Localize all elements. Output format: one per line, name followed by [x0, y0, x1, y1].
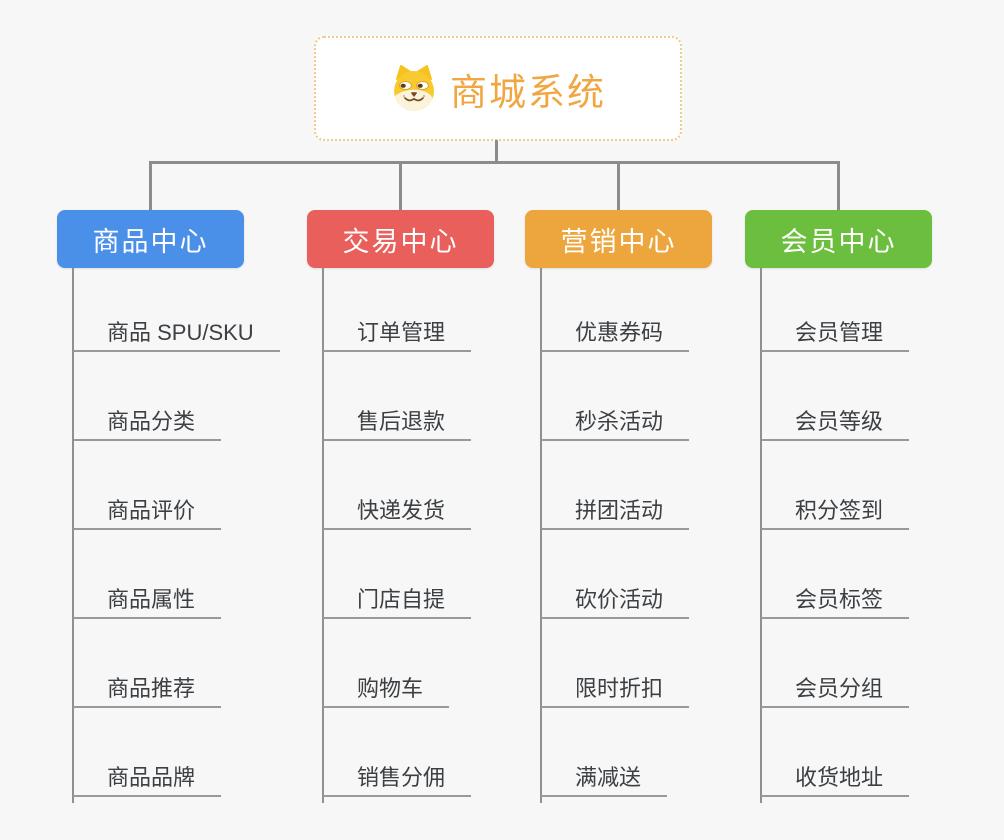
branch-node-marketing[interactable]: 营销中心: [525, 210, 712, 268]
leaf-item[interactable]: 商品品牌: [73, 759, 222, 797]
leaf-item[interactable]: 商品分类: [73, 403, 222, 441]
branch-node-product[interactable]: 商品中心: [57, 210, 244, 268]
leaf-item[interactable]: 收货地址: [761, 759, 910, 797]
branch-member-center: 会员中心 会员管理 会员等级 积分签到 会员标签 会员分组 收货地址: [745, 210, 1004, 820]
leaf-item[interactable]: 订单管理: [323, 314, 472, 352]
connector-root-stem: [495, 140, 498, 164]
leaf-item[interactable]: 积分签到: [761, 492, 910, 530]
connector-branch-line: [760, 268, 762, 803]
leaf-item[interactable]: 商品评价: [73, 492, 222, 530]
leaf-item[interactable]: 门店自提: [323, 581, 472, 619]
leaf-item[interactable]: 会员管理: [761, 314, 910, 352]
leaf-item[interactable]: 快递发货: [323, 492, 472, 530]
branch-trade-center: 交易中心 订单管理 售后退款 快递发货 门店自提 购物车 销售分佣: [307, 210, 567, 820]
leaf-item[interactable]: 售后退款: [323, 403, 472, 441]
connector-drop-trade: [399, 162, 402, 211]
branch-marketing-center: 营销中心 优惠券码 秒杀活动 拼团活动 砍价活动 限时折扣 满减送: [525, 210, 785, 820]
connector-drop-product: [149, 162, 152, 211]
leaf-item[interactable]: 限时折扣: [541, 670, 690, 708]
leaf-item[interactable]: 优惠券码: [541, 314, 690, 352]
leaf-item[interactable]: 购物车: [323, 670, 450, 708]
leaf-item[interactable]: 会员标签: [761, 581, 910, 619]
connector-branch-line: [72, 268, 74, 803]
leaf-item[interactable]: 满减送: [541, 759, 668, 797]
branch-node-trade[interactable]: 交易中心: [307, 210, 494, 268]
root-title: 商城系统: [450, 71, 606, 113]
connector-drop-member: [837, 162, 840, 211]
branch-node-member[interactable]: 会员中心: [745, 210, 932, 268]
leaf-item[interactable]: 商品推荐: [73, 670, 222, 708]
leaf-item[interactable]: 拼团活动: [541, 492, 690, 530]
connector-branch-line: [540, 268, 542, 803]
leaf-item[interactable]: 商品属性: [73, 581, 222, 619]
leaf-item[interactable]: 会员分组: [761, 670, 910, 708]
doge-icon: [394, 64, 434, 111]
leaf-item[interactable]: 会员等级: [761, 403, 910, 441]
leaf-item[interactable]: 秒杀活动: [541, 403, 690, 441]
leaf-item[interactable]: 商品 SPU/SKU: [73, 314, 280, 352]
connector-branch-line: [322, 268, 324, 803]
leaf-item[interactable]: 砍价活动: [541, 581, 690, 619]
leaf-item[interactable]: 销售分佣: [323, 759, 472, 797]
connector-bus: [149, 161, 840, 164]
branch-product-center: 商品中心 商品 SPU/SKU 商品分类 商品评价 商品属性 商品推荐 商品品牌: [57, 210, 317, 820]
root-node-mall-system[interactable]: 商城系统: [314, 36, 682, 141]
connector-drop-marketing: [617, 162, 620, 211]
